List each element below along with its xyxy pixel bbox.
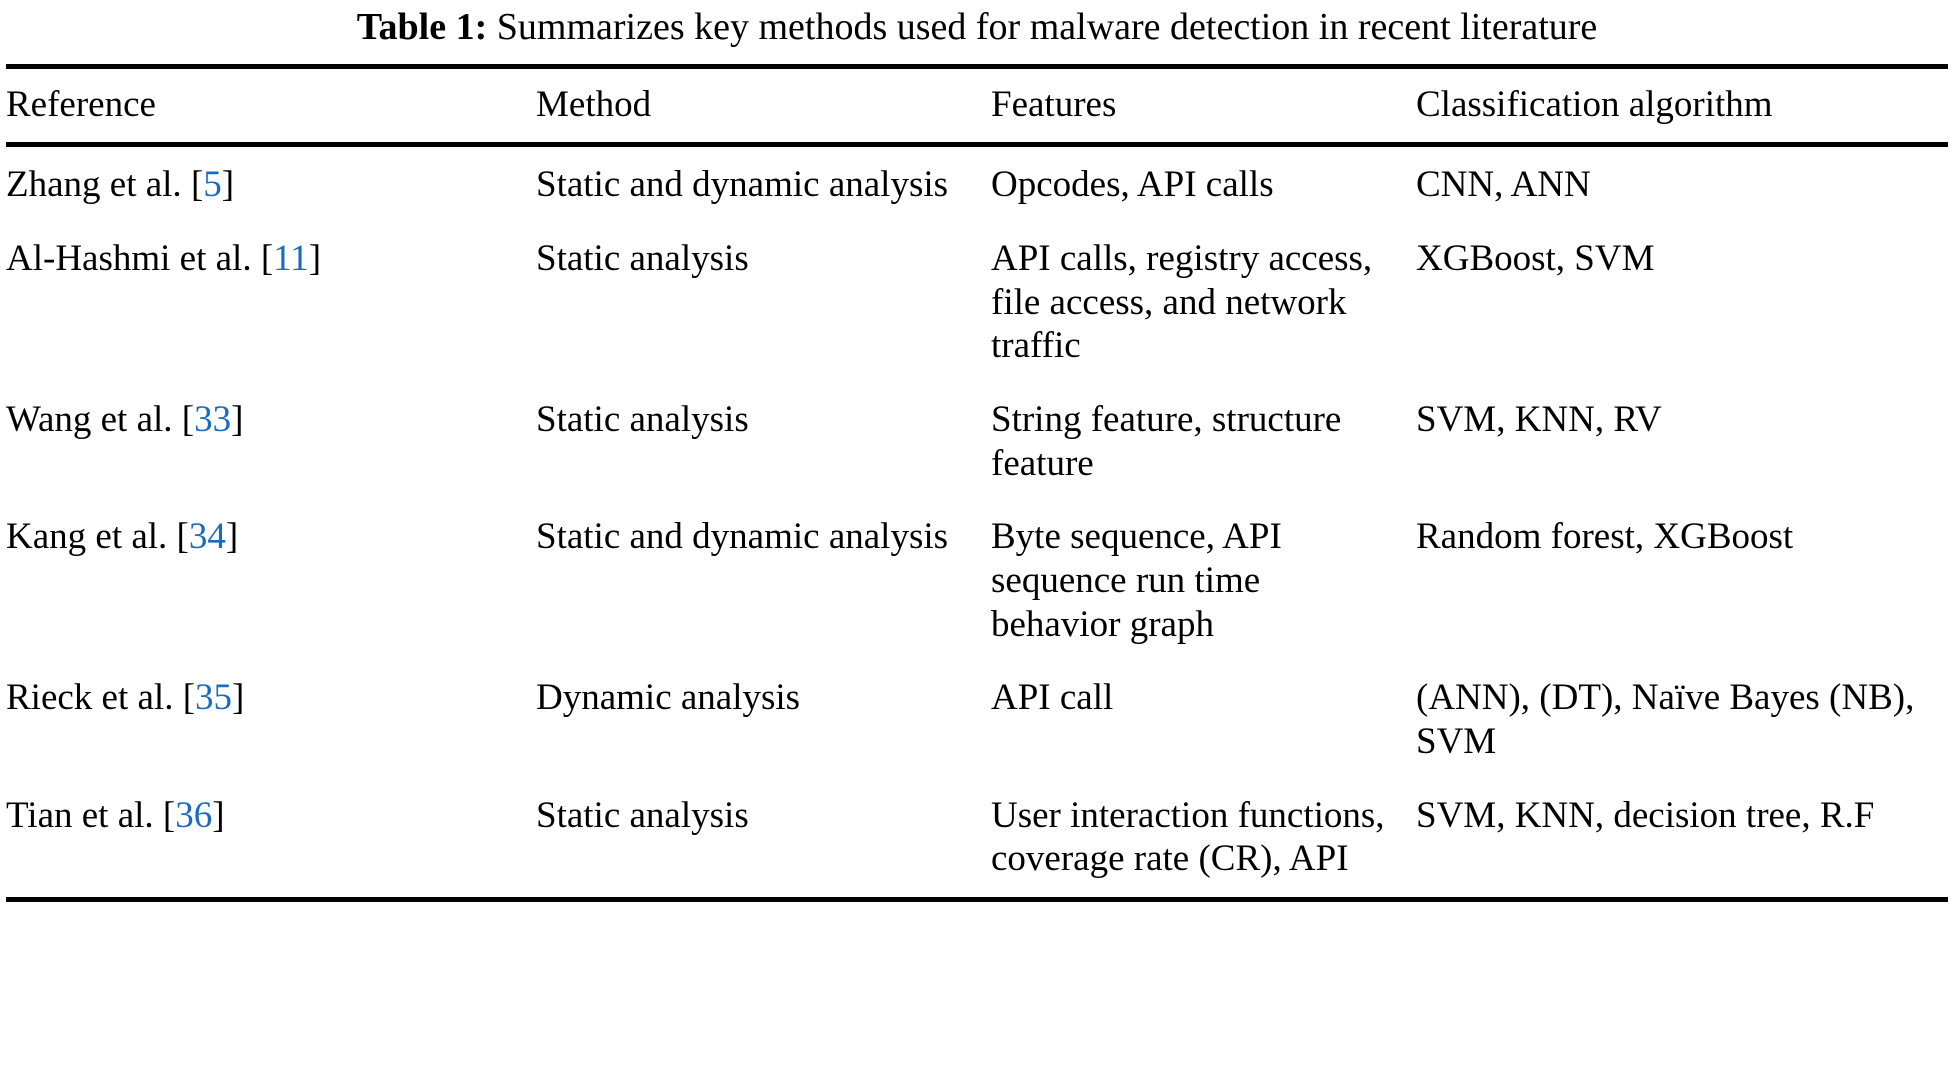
- table-top-rule: [6, 63, 1948, 69]
- bracket-close: ]: [308, 238, 322, 279]
- table-row: Wang et al. [33] Static analysis String …: [6, 384, 1948, 501]
- cell-reference: Zhang et al. [5]: [6, 147, 536, 223]
- reference-author: Rieck et al.: [6, 677, 183, 719]
- methods-table-body: Zhang et al. [5] Static and dynamic anal…: [6, 147, 1948, 897]
- cell-reference: Rieck et al. [35]: [6, 662, 536, 779]
- table-row: Tian et al. [36] Static analysis User in…: [6, 780, 1948, 897]
- caption-label: Table 1:: [356, 6, 488, 48]
- column-header-classification-algorithm: Classification algorithm: [1416, 83, 1773, 125]
- bracket-open: [: [260, 238, 274, 279]
- cell-classification: CNN, ANN: [1416, 164, 1591, 206]
- cell-classification: Random forest, XGBoost: [1416, 516, 1794, 558]
- citation-link[interactable]: 5: [203, 164, 222, 206]
- table-caption: Table 1: Summarizes key methods used for…: [0, 0, 1954, 64]
- citation-link[interactable]: 36: [175, 794, 213, 836]
- cell-reference: Kang et al. [34]: [6, 501, 536, 662]
- bracket-close: ]: [221, 164, 235, 206]
- table-header-rule: [6, 142, 1948, 148]
- cell-method: Static analysis: [536, 398, 749, 440]
- bracket-open: [: [181, 398, 195, 440]
- reference-author: Kang et al.: [6, 516, 177, 558]
- cell-classification: SVM, KNN, decision tree, R.F: [1416, 794, 1875, 836]
- cell-classification: XGBoost, SVM: [1416, 238, 1655, 279]
- cell-features: Opcodes, API calls: [991, 164, 1274, 206]
- cell-classification: SVM, KNN, RV: [1416, 398, 1662, 440]
- table-row: Zhang et al. [5] Static and dynamic anal…: [6, 147, 1948, 223]
- citation-link[interactable]: 35: [195, 677, 233, 719]
- bracket-close: ]: [232, 677, 245, 719]
- reference-author: Tian et al.: [6, 794, 163, 836]
- bracket-open: [: [162, 794, 176, 836]
- table-header: Reference Method Features Classification…: [6, 69, 1948, 143]
- citation-link[interactable]: 33: [194, 398, 232, 440]
- column-header-features: Features: [991, 83, 1117, 125]
- cell-features: User interaction functions, coverage rat…: [991, 794, 1385, 880]
- citation-link[interactable]: 34: [188, 516, 226, 558]
- bracket-open: [: [182, 677, 196, 719]
- reference-author: Wang et al.: [6, 398, 182, 440]
- reference-author: Al-Hashmi et al.: [6, 238, 261, 279]
- methods-table: Reference Method Features Classification…: [6, 69, 1948, 143]
- table-row: Kang et al. [34] Static and dynamic anal…: [6, 501, 1948, 662]
- column-header-method: Method: [536, 83, 652, 125]
- cell-method: Static analysis: [536, 794, 749, 836]
- citation-link[interactable]: 11: [273, 238, 309, 279]
- column-header-reference: Reference: [6, 83, 156, 125]
- table-row: Rieck et al. [35] Dynamic analysis API c…: [6, 662, 1948, 779]
- cell-reference: Tian et al. [36]: [6, 780, 536, 897]
- bracket-open: [: [190, 164, 204, 206]
- cell-features: String feature, structure feature: [991, 398, 1342, 484]
- reference-author: Zhang et al.: [6, 164, 191, 206]
- cell-method: Static analysis: [536, 238, 749, 279]
- bracket-open: [: [176, 516, 189, 558]
- bracket-close: ]: [231, 398, 244, 440]
- cell-reference: Wang et al. [33]: [6, 384, 536, 501]
- cell-features: API calls, registry access, file access,…: [991, 238, 1373, 367]
- cell-features: Byte sequence, API sequence run time beh…: [991, 516, 1282, 645]
- table-bottom-rule: [6, 896, 1948, 902]
- cell-method: Dynamic analysis: [536, 677, 801, 719]
- cell-classification: (ANN), (DT), Naïve Bayes (NB), SVM: [1416, 677, 1915, 762]
- bracket-close: ]: [225, 516, 239, 558]
- cell-method: Static and dynamic analysis: [536, 164, 949, 206]
- bracket-close: ]: [212, 794, 225, 836]
- cell-reference: Al-Hashmi et al. [11]: [6, 223, 536, 384]
- table-row: Al-Hashmi et al. [11] Static analysis AP…: [6, 223, 1948, 384]
- cell-method: Static and dynamic analysis: [536, 516, 949, 558]
- cell-features: API call: [991, 677, 1114, 719]
- table-header-row: Reference Method Features Classification…: [6, 69, 1948, 143]
- caption-text: Summarizes key methods used for malware …: [496, 6, 1598, 48]
